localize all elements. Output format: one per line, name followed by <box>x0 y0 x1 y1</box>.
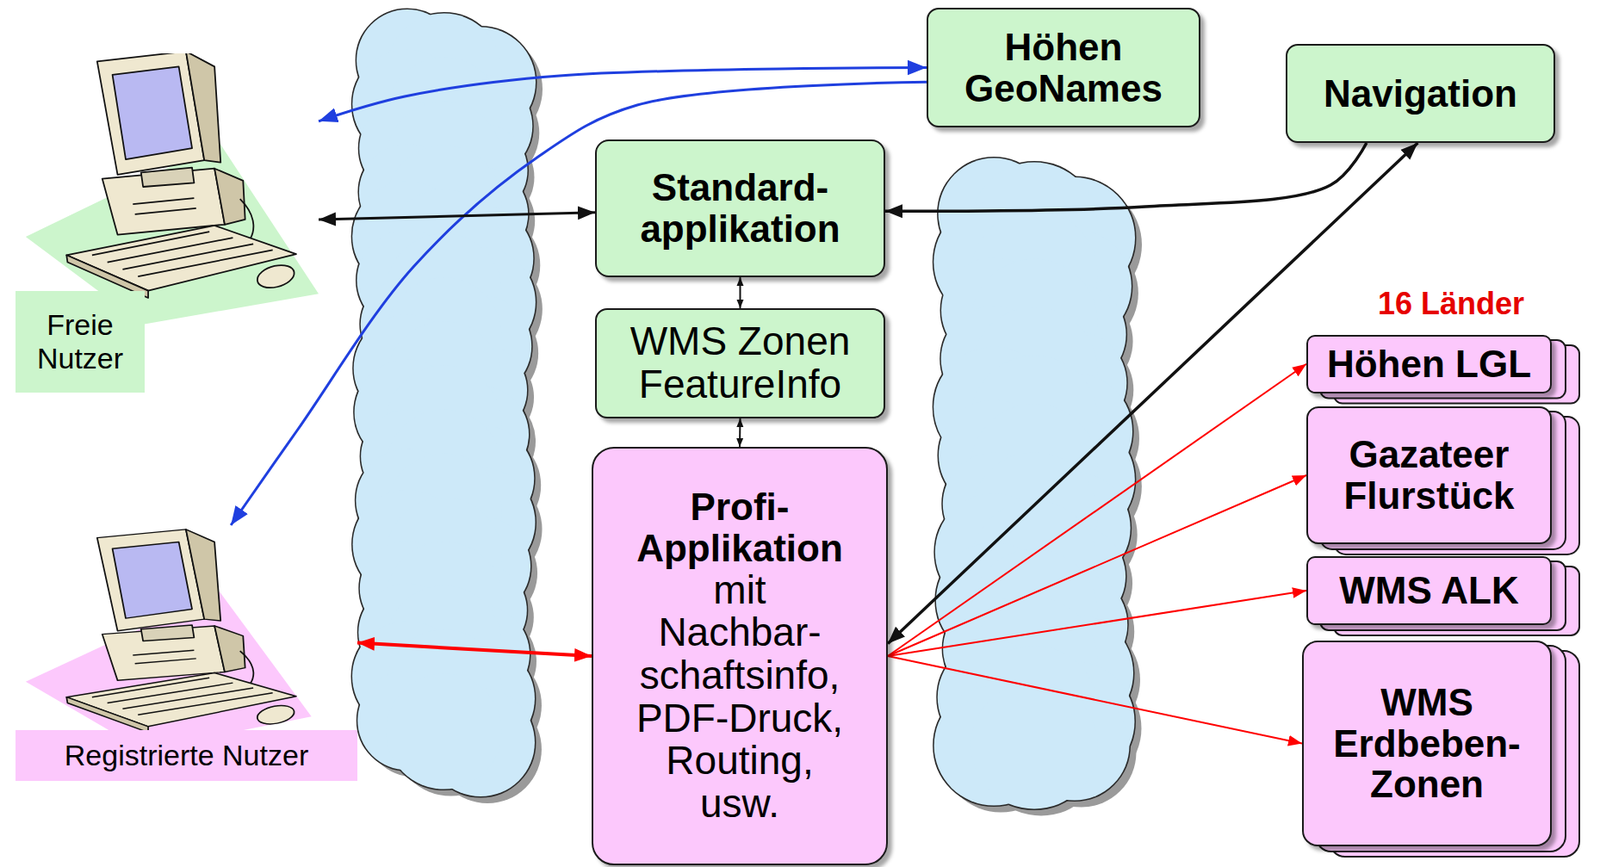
drive-slot <box>132 650 196 664</box>
computer-case-side <box>214 626 246 673</box>
cloud-lobe-outline <box>970 682 1098 809</box>
computer-case <box>102 626 225 681</box>
monitor-screen <box>112 541 193 619</box>
service-box: WMS Erdbeben- Zonen <box>1302 640 1552 847</box>
connector-arrow <box>318 212 596 220</box>
monitor-screen <box>112 66 193 160</box>
box-title: Höhen LGL <box>1327 343 1532 385</box>
user-workstation: Freie Nutzer <box>15 53 319 393</box>
connector-arrow <box>887 656 1303 745</box>
connector-arrow <box>887 590 1307 657</box>
box-title: Navigation <box>1323 73 1518 115</box>
user-label: Freie Nutzer <box>15 291 145 393</box>
user-workstation: Registrierte Nutzer <box>15 525 358 782</box>
service-box: Standard- applikation <box>595 139 886 278</box>
monitor-bezel <box>97 53 205 175</box>
monitor-stand <box>141 625 195 642</box>
computer-icon <box>66 53 297 298</box>
connector-arrow <box>357 643 592 657</box>
connector-arrow <box>887 475 1307 657</box>
box-title: WMS Erdbeben- Zonen <box>1314 682 1540 806</box>
connector-arrow <box>887 364 1307 657</box>
user-label: Registrierte Nutzer <box>15 730 358 782</box>
cloud-lobe <box>385 673 502 789</box>
box-title: WMS Zonen FeatureInfo <box>607 320 874 406</box>
keyboard <box>66 225 297 292</box>
service-box: Gazateer Flurstück <box>1306 406 1552 545</box>
monitor-bezel <box>97 529 205 632</box>
monitor-stand <box>141 167 195 187</box>
box-title: Profi- Applikation <box>603 486 876 569</box>
service-box: Profi- Applikationmit Nachbar- schaftsin… <box>591 446 888 866</box>
computer-icon <box>66 529 297 733</box>
cloud-fill <box>933 158 1135 810</box>
service-box: WMS ALK <box>1306 556 1552 626</box>
keyboard-keys <box>92 677 273 715</box>
box-title: Standard- applikation <box>607 167 874 249</box>
computer-case-side <box>214 168 246 225</box>
cloud-fill <box>352 9 536 797</box>
cloud-lobe-outline <box>385 673 502 789</box>
cloud-outline <box>933 158 1135 810</box>
connector-arrow <box>738 418 742 447</box>
box-title: Höhen GeoNames <box>938 26 1189 109</box>
connector-arrow <box>318 68 927 122</box>
service-box: Höhen LGL <box>1306 334 1552 394</box>
cloud-lobe <box>970 682 1098 809</box>
group-label: 16 Länder <box>1343 286 1559 322</box>
cloud <box>352 9 543 804</box>
keyboard-keys <box>92 231 273 277</box>
cloud-outline <box>352 9 536 797</box>
box-body: mit Nachbar- schaftsinfo, PDF-Druck, Rou… <box>631 569 849 826</box>
connector-arrow <box>739 277 742 309</box>
box-title: WMS ALK <box>1339 570 1520 612</box>
cloud <box>933 158 1142 817</box>
box-title: Gazateer Flurstück <box>1318 434 1540 516</box>
service-box: Navigation <box>1285 43 1556 143</box>
drive-slot <box>132 198 196 215</box>
computer-mouse <box>257 265 295 288</box>
service-box: Höhen GeoNames <box>926 7 1201 128</box>
keyboard <box>66 672 297 726</box>
connector-arrow <box>885 142 1367 211</box>
service-box: WMS Zonen FeatureInfo <box>595 308 886 419</box>
computer-mouse <box>257 705 295 724</box>
